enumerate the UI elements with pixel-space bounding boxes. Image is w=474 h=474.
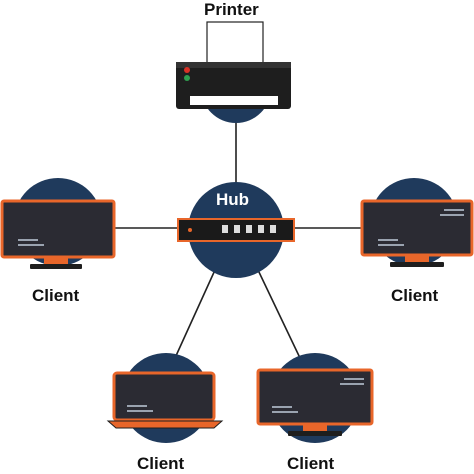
left-client-monitor-icon	[0, 199, 116, 269]
right-client-label: Client	[391, 286, 439, 305]
left-client-label: Client	[32, 286, 80, 305]
link-hub-bottom-left-client	[174, 269, 216, 359]
hub-label: Hub	[216, 190, 250, 209]
link-hub-bottom-right-client	[257, 269, 301, 359]
bottom-left-laptop-icon	[106, 371, 224, 429]
bottom-left-client-label: Client	[137, 454, 185, 473]
bottom-right-monitor-icon	[256, 368, 374, 436]
bottom-right-client-label: Client	[287, 454, 335, 473]
hub-device-icon	[177, 218, 295, 242]
right-client-monitor-icon	[360, 199, 474, 267]
printer-label: Printer	[204, 0, 259, 19]
connection-lines	[112, 112, 362, 359]
printer-icon	[176, 21, 291, 109]
